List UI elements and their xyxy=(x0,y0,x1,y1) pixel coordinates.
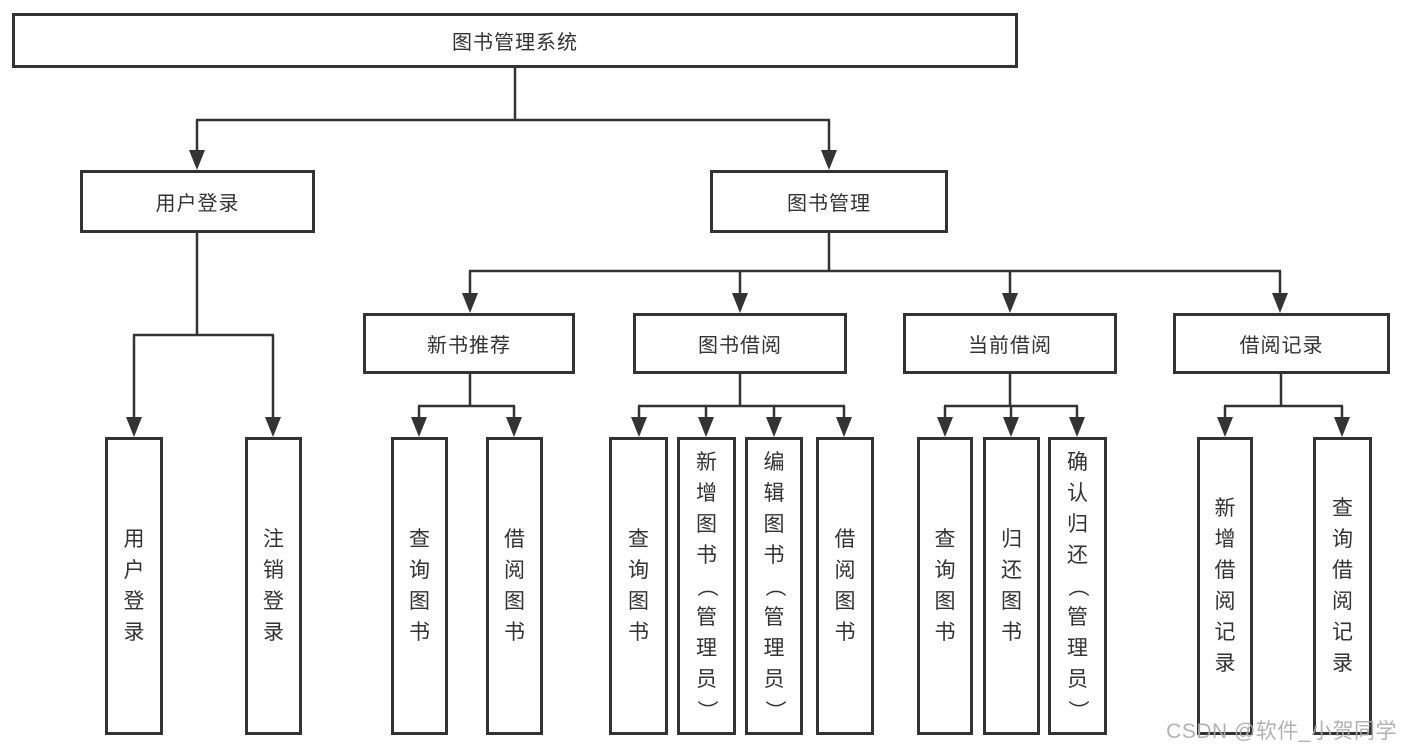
node-label: 借阅记录 xyxy=(1239,335,1324,357)
arrowheads xyxy=(126,150,1350,437)
node-book-borrowing: 图书借阅 xyxy=(633,313,847,374)
node-label: 当前借阅 xyxy=(968,335,1052,357)
leaf-edit-book-admin: 编辑图书（管理员） xyxy=(745,437,803,735)
leaf-borrow-books-recommend: 借阅图书 xyxy=(486,437,543,735)
leaf-label: 确认归还（管理员） xyxy=(1066,450,1089,721)
leaf-logout: 注销登录 xyxy=(245,437,302,735)
leaf-label: 归还图书 xyxy=(1001,528,1022,644)
leaf-label: 借阅图书 xyxy=(504,528,525,644)
leaf-borrow-books-borrowing: 借阅图书 xyxy=(816,437,874,735)
leaf-label: 新增图书（管理员） xyxy=(695,450,718,721)
leaf-confirm-return-admin: 确认归还（管理员） xyxy=(1048,437,1107,735)
node-current-borrowing: 当前借阅 xyxy=(903,313,1117,374)
leaf-label: 新增借阅记录 xyxy=(1214,497,1236,675)
leaf-label: 查询图书 xyxy=(934,528,956,644)
node-library-management-system: 图书管理系统 xyxy=(12,13,1018,68)
node-user-login: 用户登录 xyxy=(80,170,315,233)
node-new-book-recommend: 新书推荐 xyxy=(363,313,575,374)
leaf-return-books: 归还图书 xyxy=(983,437,1040,735)
node-label: 图书借阅 xyxy=(698,335,782,357)
node-label: 图书管理系统 xyxy=(452,32,578,54)
leaf-add-borrow-record: 新增借阅记录 xyxy=(1197,437,1253,735)
leaf-label: 查询借阅记录 xyxy=(1332,497,1353,675)
node-label: 用户登录 xyxy=(155,193,240,215)
leaf-label: 借阅图书 xyxy=(834,528,856,644)
leaf-user-login: 用户登录 xyxy=(105,437,163,735)
node-book-management: 图书管理 xyxy=(710,170,948,233)
node-label: 图书管理 xyxy=(787,193,871,215)
node-borrowing-records: 借阅记录 xyxy=(1173,313,1390,374)
leaf-query-books-current: 查询图书 xyxy=(917,437,973,735)
leaf-label: 查询图书 xyxy=(409,528,430,644)
leaf-query-borrow-record: 查询借阅记录 xyxy=(1313,437,1372,735)
leaf-label: 编辑图书（管理员） xyxy=(762,450,786,721)
leaf-label: 用户登录 xyxy=(123,528,145,644)
node-label: 新书推荐 xyxy=(427,335,511,357)
leaf-label: 注销登录 xyxy=(263,528,284,644)
watermark-text: CSDN @软件_小贺同学 xyxy=(1166,720,1397,743)
leaf-query-books-recommend: 查询图书 xyxy=(391,437,448,735)
leaf-label: 查询图书 xyxy=(628,528,649,644)
leaf-query-books-borrowing: 查询图书 xyxy=(609,437,668,735)
leaf-add-book-admin: 新增图书（管理员） xyxy=(677,437,736,735)
